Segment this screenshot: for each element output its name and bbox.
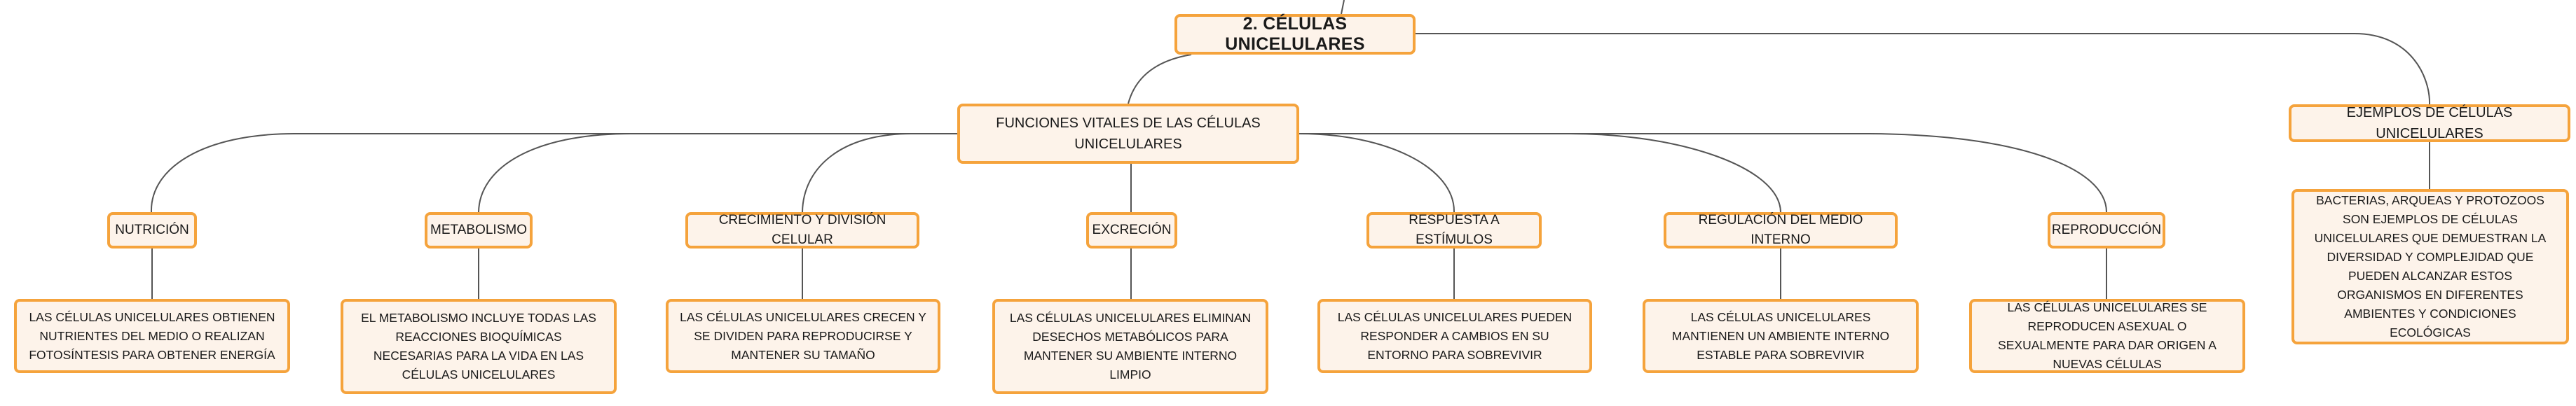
examples-description[interactable]: BACTERIAS, ARQUEAS Y PROTOZOOS SON EJEMP…	[2291, 189, 2569, 344]
root-node[interactable]: 2. CÉLULAS UNICELULARES	[1174, 14, 1416, 55]
examples-node[interactable]: EJEMPLOS DE CÉLULAS UNICELULARES	[2289, 104, 2570, 142]
function-node-reproduccion[interactable]: REPRODUCCIÓN	[2048, 212, 2165, 248]
function-description-excrecion[interactable]: LAS CÉLULAS UNICELULARES ELIMINAN DESECH…	[992, 299, 1268, 394]
function-node-regulacion[interactable]: REGULACIÓN DEL MEDIO INTERNO	[1664, 212, 1898, 248]
function-label: CRECIMIENTO Y DIVISIÓN CELULAR	[718, 213, 886, 247]
function-node-crecimiento[interactable]: CRECIMIENTO Y DIVISIÓN CELULAR	[685, 212, 919, 248]
function-description-text: EL METABOLISMO INCLUYE TODAS LAS REACCIO…	[361, 311, 596, 382]
line-fn-regulacion	[1299, 133, 1781, 213]
function-node-respuesta[interactable]: RESPUESTA A ESTÍMULOS	[1366, 212, 1542, 248]
function-description-text: LAS CÉLULAS UNICELULARES SE REPRODUCEN A…	[1998, 300, 2217, 371]
line-fn-reproduccion	[1299, 133, 2107, 213]
function-description-reproduccion[interactable]: LAS CÉLULAS UNICELULARES SE REPRODUCEN A…	[1969, 299, 2245, 373]
function-description-text: LAS CÉLULAS UNICELULARES ELIMINAN DESECH…	[1009, 311, 1252, 382]
function-description-respuesta[interactable]: LAS CÉLULAS UNICELULARES PUEDEN RESPONDE…	[1317, 299, 1592, 373]
function-node-metabolismo[interactable]: METABOLISMO	[425, 212, 533, 248]
examples-label: EJEMPLOS DE CÉLULAS UNICELULARES	[2346, 105, 2513, 141]
function-description-text: LAS CÉLULAS UNICELULARES OBTIENEN NUTRIE…	[29, 309, 275, 362]
line-root-up	[1341, 0, 1345, 15]
line-root-examples	[1416, 33, 2431, 105]
function-description-text: LAS CÉLULAS UNICELULARES PUEDEN RESPONDE…	[1337, 309, 1573, 362]
function-label: REGULACIÓN DEL MEDIO INTERNO	[1698, 213, 1863, 247]
function-node-nutricion[interactable]: NUTRICIÓN	[107, 212, 197, 248]
function-description-regulacion[interactable]: LAS CÉLULAS UNICELULARES MANTIENEN UN AM…	[1643, 299, 1919, 373]
function-description-crecimiento[interactable]: LAS CÉLULAS UNICELULARES CRECEN Y SE DIV…	[666, 299, 940, 373]
line-fn-metabolismo	[478, 133, 957, 213]
line-fn-nutricion	[150, 133, 957, 213]
function-label: RESPUESTA A ESTÍMULOS	[1409, 213, 1500, 247]
function-description-nutricion[interactable]: LAS CÉLULAS UNICELULARES OBTIENEN NUTRIE…	[14, 299, 290, 373]
functions-node[interactable]: FUNCIONES VITALES DE LAS CÉLULAS UNICELU…	[957, 104, 1299, 164]
function-description-text: LAS CÉLULAS UNICELULARES MANTIENEN UN AM…	[1671, 309, 1890, 362]
function-label: NUTRICIÓN	[115, 223, 189, 237]
line-root-functions	[1128, 54, 1192, 104]
function-node-excrecion[interactable]: EXCRECIÓN	[1086, 212, 1177, 248]
function-description-text: LAS CÉLULAS UNICELULARES CRECEN Y SE DIV…	[680, 309, 926, 362]
functions-label: FUNCIONES VITALES DE LAS CÉLULAS UNICELU…	[996, 115, 1261, 152]
root-label: 2. CÉLULAS UNICELULARES	[1225, 14, 1365, 54]
examples-description-text: BACTERIAS, ARQUEAS Y PROTOZOOS SON EJEMP…	[2314, 193, 2547, 340]
function-label: EXCRECIÓN	[1092, 223, 1172, 237]
function-label: REPRODUCCIÓN	[2051, 223, 2162, 237]
line-fn-crecimiento	[802, 133, 957, 213]
line-fn-respuesta	[1299, 133, 1455, 213]
function-description-metabolismo[interactable]: EL METABOLISMO INCLUYE TODAS LAS REACCIO…	[341, 299, 617, 394]
function-label: METABOLISMO	[430, 223, 527, 237]
